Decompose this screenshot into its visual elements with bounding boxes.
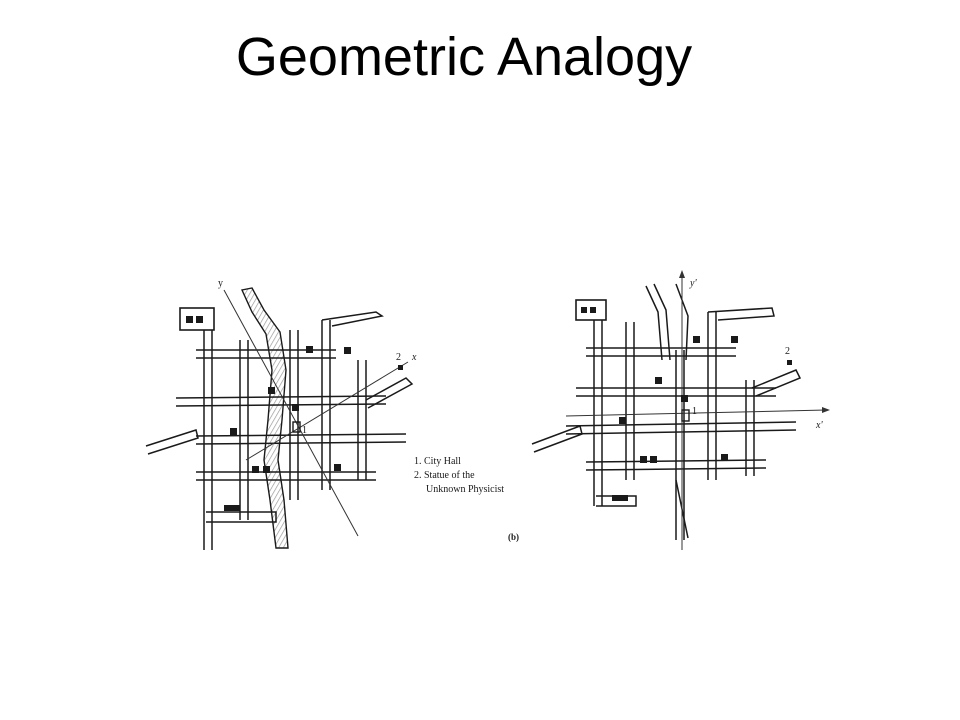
axis-y-arrow bbox=[679, 270, 685, 278]
street-grid bbox=[145, 311, 414, 550]
legend: 1. City Hall 2. Statue of the Unknown Ph… bbox=[414, 456, 504, 495]
map-right: y' x' 1 2 bbox=[531, 270, 830, 550]
legend-item-statue-cont: Unknown Physicist bbox=[426, 484, 504, 495]
axis-x-line bbox=[245, 361, 409, 461]
building-marker bbox=[186, 316, 193, 323]
building-marker bbox=[581, 307, 587, 313]
river bbox=[240, 287, 289, 549]
marker-1-label: 1 bbox=[302, 425, 307, 436]
building-marker bbox=[334, 464, 341, 471]
building-marker bbox=[252, 466, 259, 473]
city-block-frame bbox=[179, 307, 215, 331]
building-marker bbox=[306, 346, 313, 353]
building-marker bbox=[655, 377, 662, 384]
building-marker bbox=[693, 336, 700, 343]
building-marker bbox=[230, 428, 237, 435]
building-marker bbox=[292, 404, 299, 411]
building-marker bbox=[681, 395, 688, 402]
city-hall-marker bbox=[292, 421, 301, 433]
figure-label: (b) bbox=[508, 532, 519, 542]
marker-2-label: 2 bbox=[785, 346, 790, 357]
building-marker bbox=[731, 336, 738, 343]
building-marker bbox=[196, 316, 203, 323]
axis-y-label: y' bbox=[689, 278, 697, 289]
building-marker bbox=[268, 387, 275, 394]
building-marker bbox=[263, 466, 270, 473]
axis-x-line bbox=[565, 409, 827, 417]
city-block-frame bbox=[575, 299, 607, 321]
building-marker bbox=[650, 456, 657, 463]
building-marker bbox=[721, 454, 728, 461]
legend-item-city-hall: 1. City Hall bbox=[414, 456, 461, 467]
city-hall-marker bbox=[681, 409, 690, 422]
marker-1-label: 1 bbox=[692, 406, 697, 417]
building-marker bbox=[590, 307, 596, 313]
street-grid-right bbox=[531, 283, 802, 540]
axis-x-label: x bbox=[411, 352, 417, 363]
building-marker bbox=[640, 456, 647, 463]
building-marker bbox=[344, 347, 351, 354]
map-figure-svg: y x 1 2 1. City Hall 2. Statue of the Un bbox=[145, 270, 830, 550]
building-marker bbox=[619, 417, 626, 424]
map-figure: y x 1 2 1. City Hall 2. Statue of the Un bbox=[136, 250, 846, 550]
legend-item-statue: 2. Statue of the bbox=[414, 470, 475, 481]
slide-title: Geometric Analogy bbox=[235, 27, 693, 87]
axis-x-label: x' bbox=[815, 420, 823, 431]
building-marker bbox=[224, 505, 240, 511]
statue-marker bbox=[398, 365, 403, 370]
axis-y-line bbox=[223, 289, 359, 537]
axis-y-label: y bbox=[218, 278, 223, 289]
building-marker bbox=[612, 495, 628, 501]
axis-x-arrow bbox=[822, 407, 830, 413]
marker-2-label: 2 bbox=[396, 352, 401, 363]
statue-marker bbox=[787, 360, 792, 365]
map-left: y x 1 2 1. City Hall 2. Statue of the Un bbox=[145, 278, 519, 550]
